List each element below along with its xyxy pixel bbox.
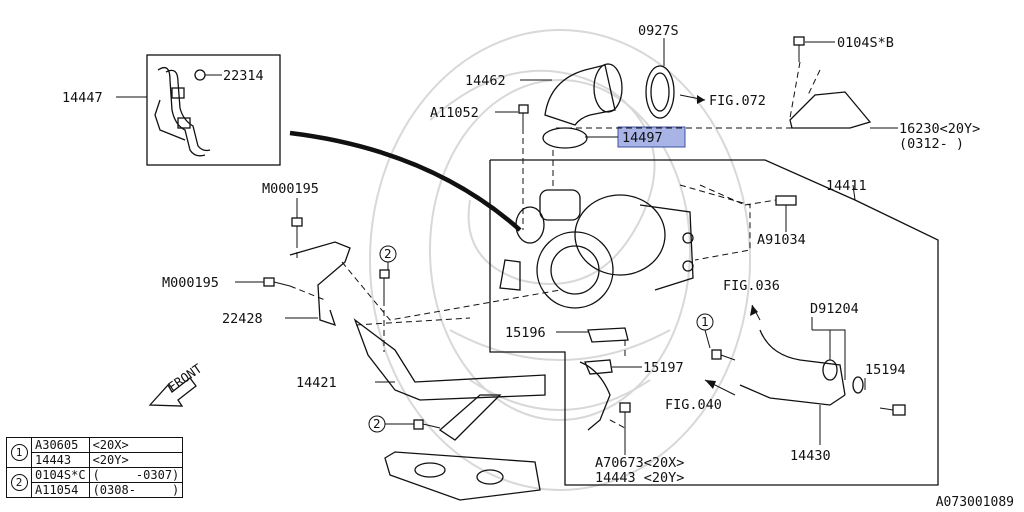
label-0104sb: 0104S*B	[837, 35, 894, 51]
legend-row: A11054 (0308- )	[7, 482, 184, 498]
label-d91204: D91204	[810, 301, 859, 317]
callout-circle-2-bottom: 2	[368, 415, 386, 433]
label-m000195-top: M000195	[262, 181, 319, 197]
svg-text:2: 2	[373, 416, 381, 431]
legend-row: 1 A30605 <20X>	[6, 437, 184, 468]
label-14497: 14497	[622, 130, 663, 146]
label-fig072: FIG.072	[709, 93, 766, 109]
svg-text:1: 1	[701, 314, 709, 329]
callout-circle-1: 1	[696, 313, 714, 331]
leader-lines	[116, 38, 898, 455]
flange-outline	[679, 184, 751, 261]
label-16230-range: (0312- )	[899, 136, 964, 152]
hose-route-line	[289, 130, 522, 232]
label-14411: 14411	[826, 178, 867, 194]
legend-circle-1: 1	[10, 444, 28, 461]
bracket-22428	[289, 241, 351, 327]
label-14462: 14462	[465, 73, 506, 89]
legend-row: 14443 <20Y>	[7, 452, 184, 468]
pipe-d91204	[759, 329, 846, 396]
front-arrow	[148, 377, 197, 407]
label-14443: 14443 <20Y>	[595, 470, 684, 486]
turbocharger	[499, 189, 694, 309]
label-15197: 15197	[643, 360, 684, 376]
label-a91034: A91034	[757, 232, 806, 248]
label-15194: 15194	[865, 362, 906, 378]
legend-part: 14443	[31, 452, 90, 468]
legend-row: 2 0104S*C ( -0307)	[6, 467, 184, 498]
legend-note: <20Y>	[88, 452, 184, 468]
label-14421: 14421	[296, 375, 337, 391]
svg-text:2: 2	[384, 246, 392, 261]
gasket-15196	[587, 327, 629, 343]
label-fig040: FIG.040	[665, 397, 722, 413]
legend-note: ( -0307)	[88, 467, 184, 483]
label-14447: 14447	[62, 90, 103, 106]
guide-lines	[289, 127, 800, 429]
legend-table: 1 A30605 <20X> 14443 <20Y> 2 0104S*C ( -…	[6, 437, 184, 498]
legend-part: A30605	[31, 437, 90, 453]
hose-inset-box	[146, 54, 281, 166]
turbo-assembly-box	[489, 159, 939, 486]
base-plate	[384, 451, 541, 501]
label-fig036: FIG.036	[723, 278, 780, 294]
hose-assembly	[154, 66, 211, 157]
legend-circle-2: 2	[10, 474, 28, 491]
label-a11052: A11052	[430, 105, 479, 121]
watermark-emblem	[369, 29, 751, 491]
label-14430: 14430	[790, 448, 831, 464]
label-front: FRONT	[165, 360, 205, 394]
label-0927s: 0927S	[638, 23, 679, 39]
bolts	[263, 36, 906, 430]
bracket-14421	[353, 318, 546, 401]
diagram-reference: A073001089	[935, 495, 1014, 510]
legend-part: 0104S*C	[31, 467, 90, 483]
label-22314: 22314	[223, 68, 264, 84]
oil-pipe-14430	[739, 384, 846, 406]
arrows	[679, 94, 761, 396]
bracket-16230	[789, 91, 872, 129]
callout-circle-2-top: 2	[379, 245, 397, 263]
label-22428: 22428	[222, 311, 263, 327]
legend-note: <20X>	[88, 437, 184, 453]
label-m000195-left: M000195	[162, 275, 219, 291]
oil-return-pipe	[579, 361, 611, 431]
label-16230: 16230<20Y>	[899, 121, 980, 137]
legend-note: (0308- )	[88, 482, 184, 498]
legend-part: A11054	[31, 482, 90, 498]
label-a70673: A70673<20X>	[595, 455, 684, 471]
label-15196: 15196	[505, 325, 546, 341]
intake-elbow	[544, 63, 675, 126]
gasket-ring	[542, 127, 588, 149]
